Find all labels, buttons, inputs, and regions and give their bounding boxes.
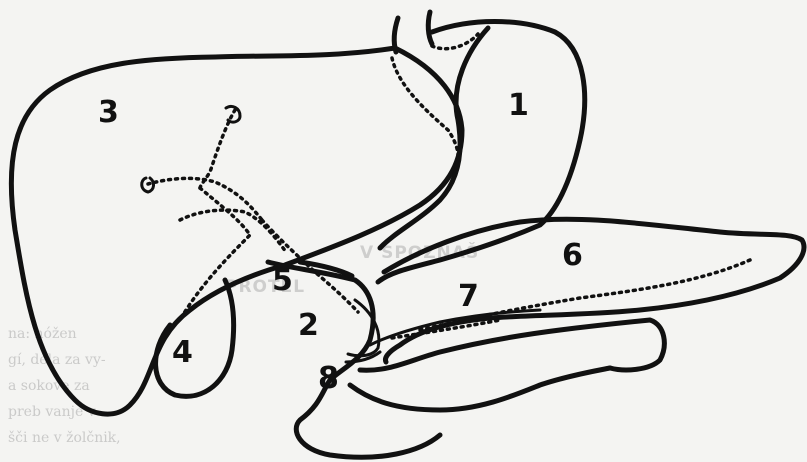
bile-duct-bulb (226, 106, 240, 122)
bleed-text-line-2: gí, dela za vy- (8, 352, 106, 368)
label-7: 7 (458, 279, 479, 314)
label-2: 2 (298, 308, 319, 343)
cystic-duct (180, 188, 250, 320)
label-1: 1 (508, 88, 529, 123)
bleed-text-line-1: na: nóžen (8, 326, 77, 342)
duodenum-lower-loop (350, 368, 610, 410)
pancreas-lower-curve (360, 320, 664, 370)
pancreas-outline (384, 219, 804, 362)
bleed-through-text: V SPOZNAŠ PROTEL na: nóžen gí, dela za v… (8, 241, 479, 446)
label-4: 4 (172, 335, 193, 370)
label-3: 3 (98, 95, 119, 130)
stomach-inner-curve (380, 28, 488, 248)
esophagus-dotted (392, 58, 458, 155)
esophagus-right (428, 12, 432, 44)
bleed-text-line-3: a sokove za (8, 378, 90, 394)
label-6: 6 (562, 238, 583, 273)
label-8: 8 (318, 361, 339, 396)
label-5: 5 (272, 263, 293, 298)
bleed-text-line-5: šči ne v žolčnik, (8, 429, 121, 446)
hepatic-duct-left-branch (148, 178, 262, 220)
